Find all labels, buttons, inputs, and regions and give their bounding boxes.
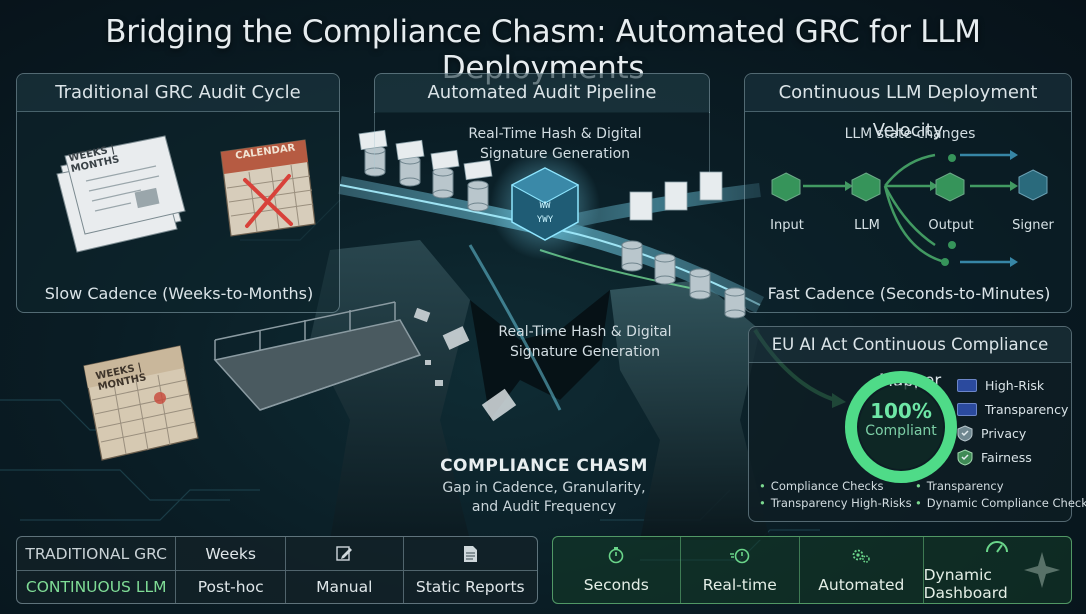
eu-flag-icon [957,402,977,416]
page-title: Bridging the Compliance Chasm: Automated… [105,14,981,86]
panel-header: Traditional GRC Audit Cycle [17,74,339,112]
shield-icon [957,448,973,466]
hash-signature-caption-mid: Real-Time Hash & Digital Signature Gener… [498,324,672,360]
bullet-item: Dynamic Compliance Check [915,495,1086,512]
table-cell: Post-hoc [176,571,286,603]
hash-signature-caption-top: Real-Time Hash & Digital Signature Gener… [468,126,642,162]
compliance-chasm-title: COMPLIANCE CHASM [440,456,648,476]
eu-ai-act-mapper-panel: EU AI Act Continuous Compliance Mapper 1… [748,326,1086,522]
table-cell [286,537,404,570]
table-cell-dynamic-dashboard: Dynamic Dashboard [924,537,1071,603]
node-label-input: Input [770,218,804,233]
weeks-months-calendar-icon [83,345,199,461]
table-cell: Manual [286,571,404,603]
gears-icon [852,549,871,563]
bullet-item: Transparency [915,478,1086,495]
table-cell: Weeks [176,537,286,570]
bullet-item: Transparency High-Risks [759,495,912,512]
node-label-llm: LLM [854,218,880,233]
state-changes-caption: LLM state changes [844,126,976,142]
node-label-output: Output [928,218,974,233]
panel-header: EU AI Act Continuous Compliance Mapper [749,327,1071,390]
legend-item-privacy: Privacy [957,422,1068,444]
stopwatch-icon [608,547,624,564]
llm-velocity-panel: Continuous LLM Deployment Velocity LLM s… [744,73,1072,313]
bullet-item: Compliance Checks [759,478,912,495]
node-label-signer: Signer [1012,218,1054,233]
traditional-vs-continuous-table: TRADITIONAL GRC Weeks CONTINUOUS LLM Pos… [16,536,538,604]
shield-icon [957,424,973,442]
table-cell [404,537,537,570]
panel-header: Continuous LLM Deployment Velocity [745,74,1071,141]
document-icon [463,545,477,562]
compliance-legend: High-Risk Transparency Privacy Fairness [957,374,1068,468]
gauge-icon [986,541,1009,553]
table-cell-seconds: Seconds [553,537,681,603]
mapper-bullets-left: Compliance Checks Transparency High-Risk… [759,478,912,512]
traditional-grc-panel: Traditional GRC Audit Cycle WEEKS | MONT… [16,73,340,313]
compliance-chasm-subtitle: Gap in Cadence, Granularity, and Audit F… [442,480,646,515]
row-header-continuous: CONTINUOUS LLM [17,571,177,603]
pipeline-panel-frame [374,112,710,172]
slow-cadence-caption: Slow Cadence (Weeks-to-Months) [44,284,314,303]
fast-timer-icon [729,548,750,564]
automated-audit-pipeline-panel: Automated Audit Pipeline [374,73,710,113]
table-cell: Static Reports [415,578,525,596]
table-row: CONTINUOUS LLM Post-hoc Manual Static Re… [17,570,537,603]
eu-flag-icon [957,378,977,392]
legend-item-transparency: Transparency [957,398,1068,420]
continuous-metrics-table: Seconds Real-time Automated Dynamic Dash… [552,536,1072,604]
gauge-value: 100% [870,399,932,423]
fast-cadence-caption: Fast Cadence (Seconds-to-Minutes) [767,284,1051,303]
mapper-bullets-right: Transparency Dynamic Compliance Check [915,478,1086,512]
gauge-label: Compliant [865,423,937,439]
table-cell-automated: Automated [800,537,924,603]
legend-item-high-risk: High-Risk [957,374,1068,396]
hash-cube-icon: WW YWY [510,167,580,241]
crossed-calendar-icon [220,139,316,237]
svg-text:WW: WW [540,201,551,211]
compliance-gauge [845,371,957,483]
svg-text:YWY: YWY [537,215,554,225]
edit-icon [336,546,352,561]
panel-header: Automated Audit Pipeline [375,74,709,112]
table-row: TRADITIONAL GRC Weeks [17,537,537,570]
row-header-traditional: TRADITIONAL GRC [17,537,177,570]
table-cell-real-time: Real-time [681,537,801,603]
document-stack-icon [56,135,186,253]
legend-item-fairness: Fairness [957,446,1068,468]
broken-bridge [213,301,422,411]
